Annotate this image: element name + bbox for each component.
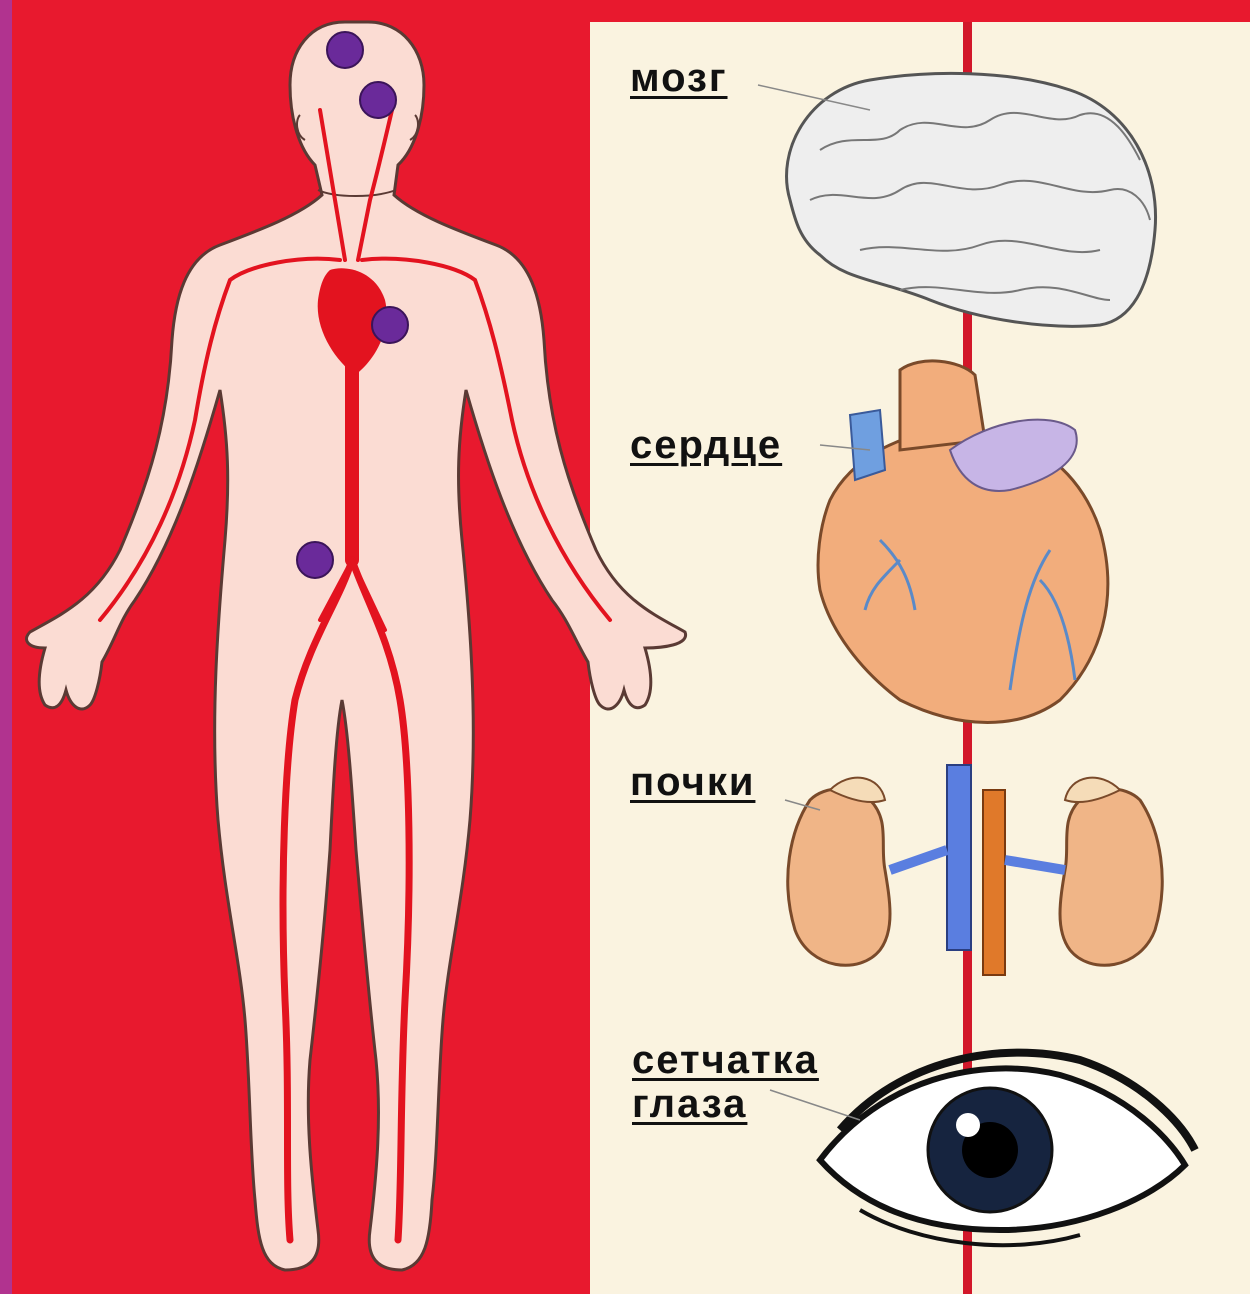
label-heart: сердце [630, 425, 782, 465]
label-retina-line1: сетчатка [632, 1038, 819, 1082]
marker-heart [372, 307, 408, 343]
label-brain: мозг [630, 58, 728, 98]
label-retina-line2: глаза [632, 1082, 819, 1126]
left-edge-strip [0, 0, 12, 1294]
label-kidneys: почки [630, 762, 755, 802]
marker-brain-1 [327, 32, 363, 68]
marker-kidney [297, 542, 333, 578]
marker-brain-2 [360, 82, 396, 118]
label-retina: сетчатка глаза [632, 1038, 819, 1126]
